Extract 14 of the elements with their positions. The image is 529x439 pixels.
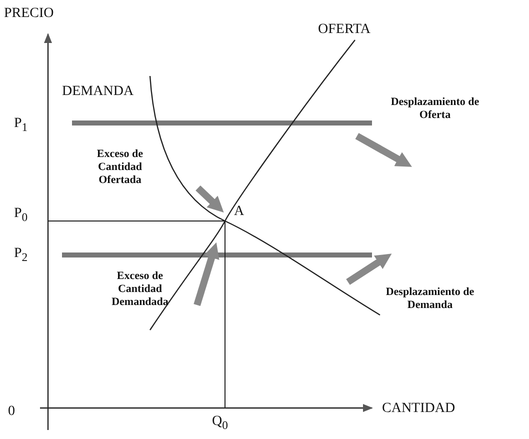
- curve-label: DEMANDA: [62, 84, 134, 99]
- quantity-label: Q$_{0}$: [212, 414, 228, 433]
- price-label: P$_{2}$: [14, 246, 28, 265]
- axis-label: CANTIDAD: [382, 401, 456, 416]
- annotation: Exceso de Cantidad Demandada: [110, 270, 170, 309]
- price-label: P$_{1}$: [14, 116, 28, 135]
- annotation: Desplazamiento de Oferta: [390, 96, 480, 122]
- price-label: P$_{0}$: [14, 206, 28, 225]
- annotation: Exceso de Cantidad Ofertada: [96, 148, 144, 187]
- origin-label: 0: [8, 404, 15, 419]
- curve-label: OFERTA: [318, 22, 370, 37]
- annotation: Desplazamiento de Demanda: [384, 286, 476, 312]
- axis-label: PRECIO: [4, 6, 54, 21]
- point-label: A: [234, 204, 244, 219]
